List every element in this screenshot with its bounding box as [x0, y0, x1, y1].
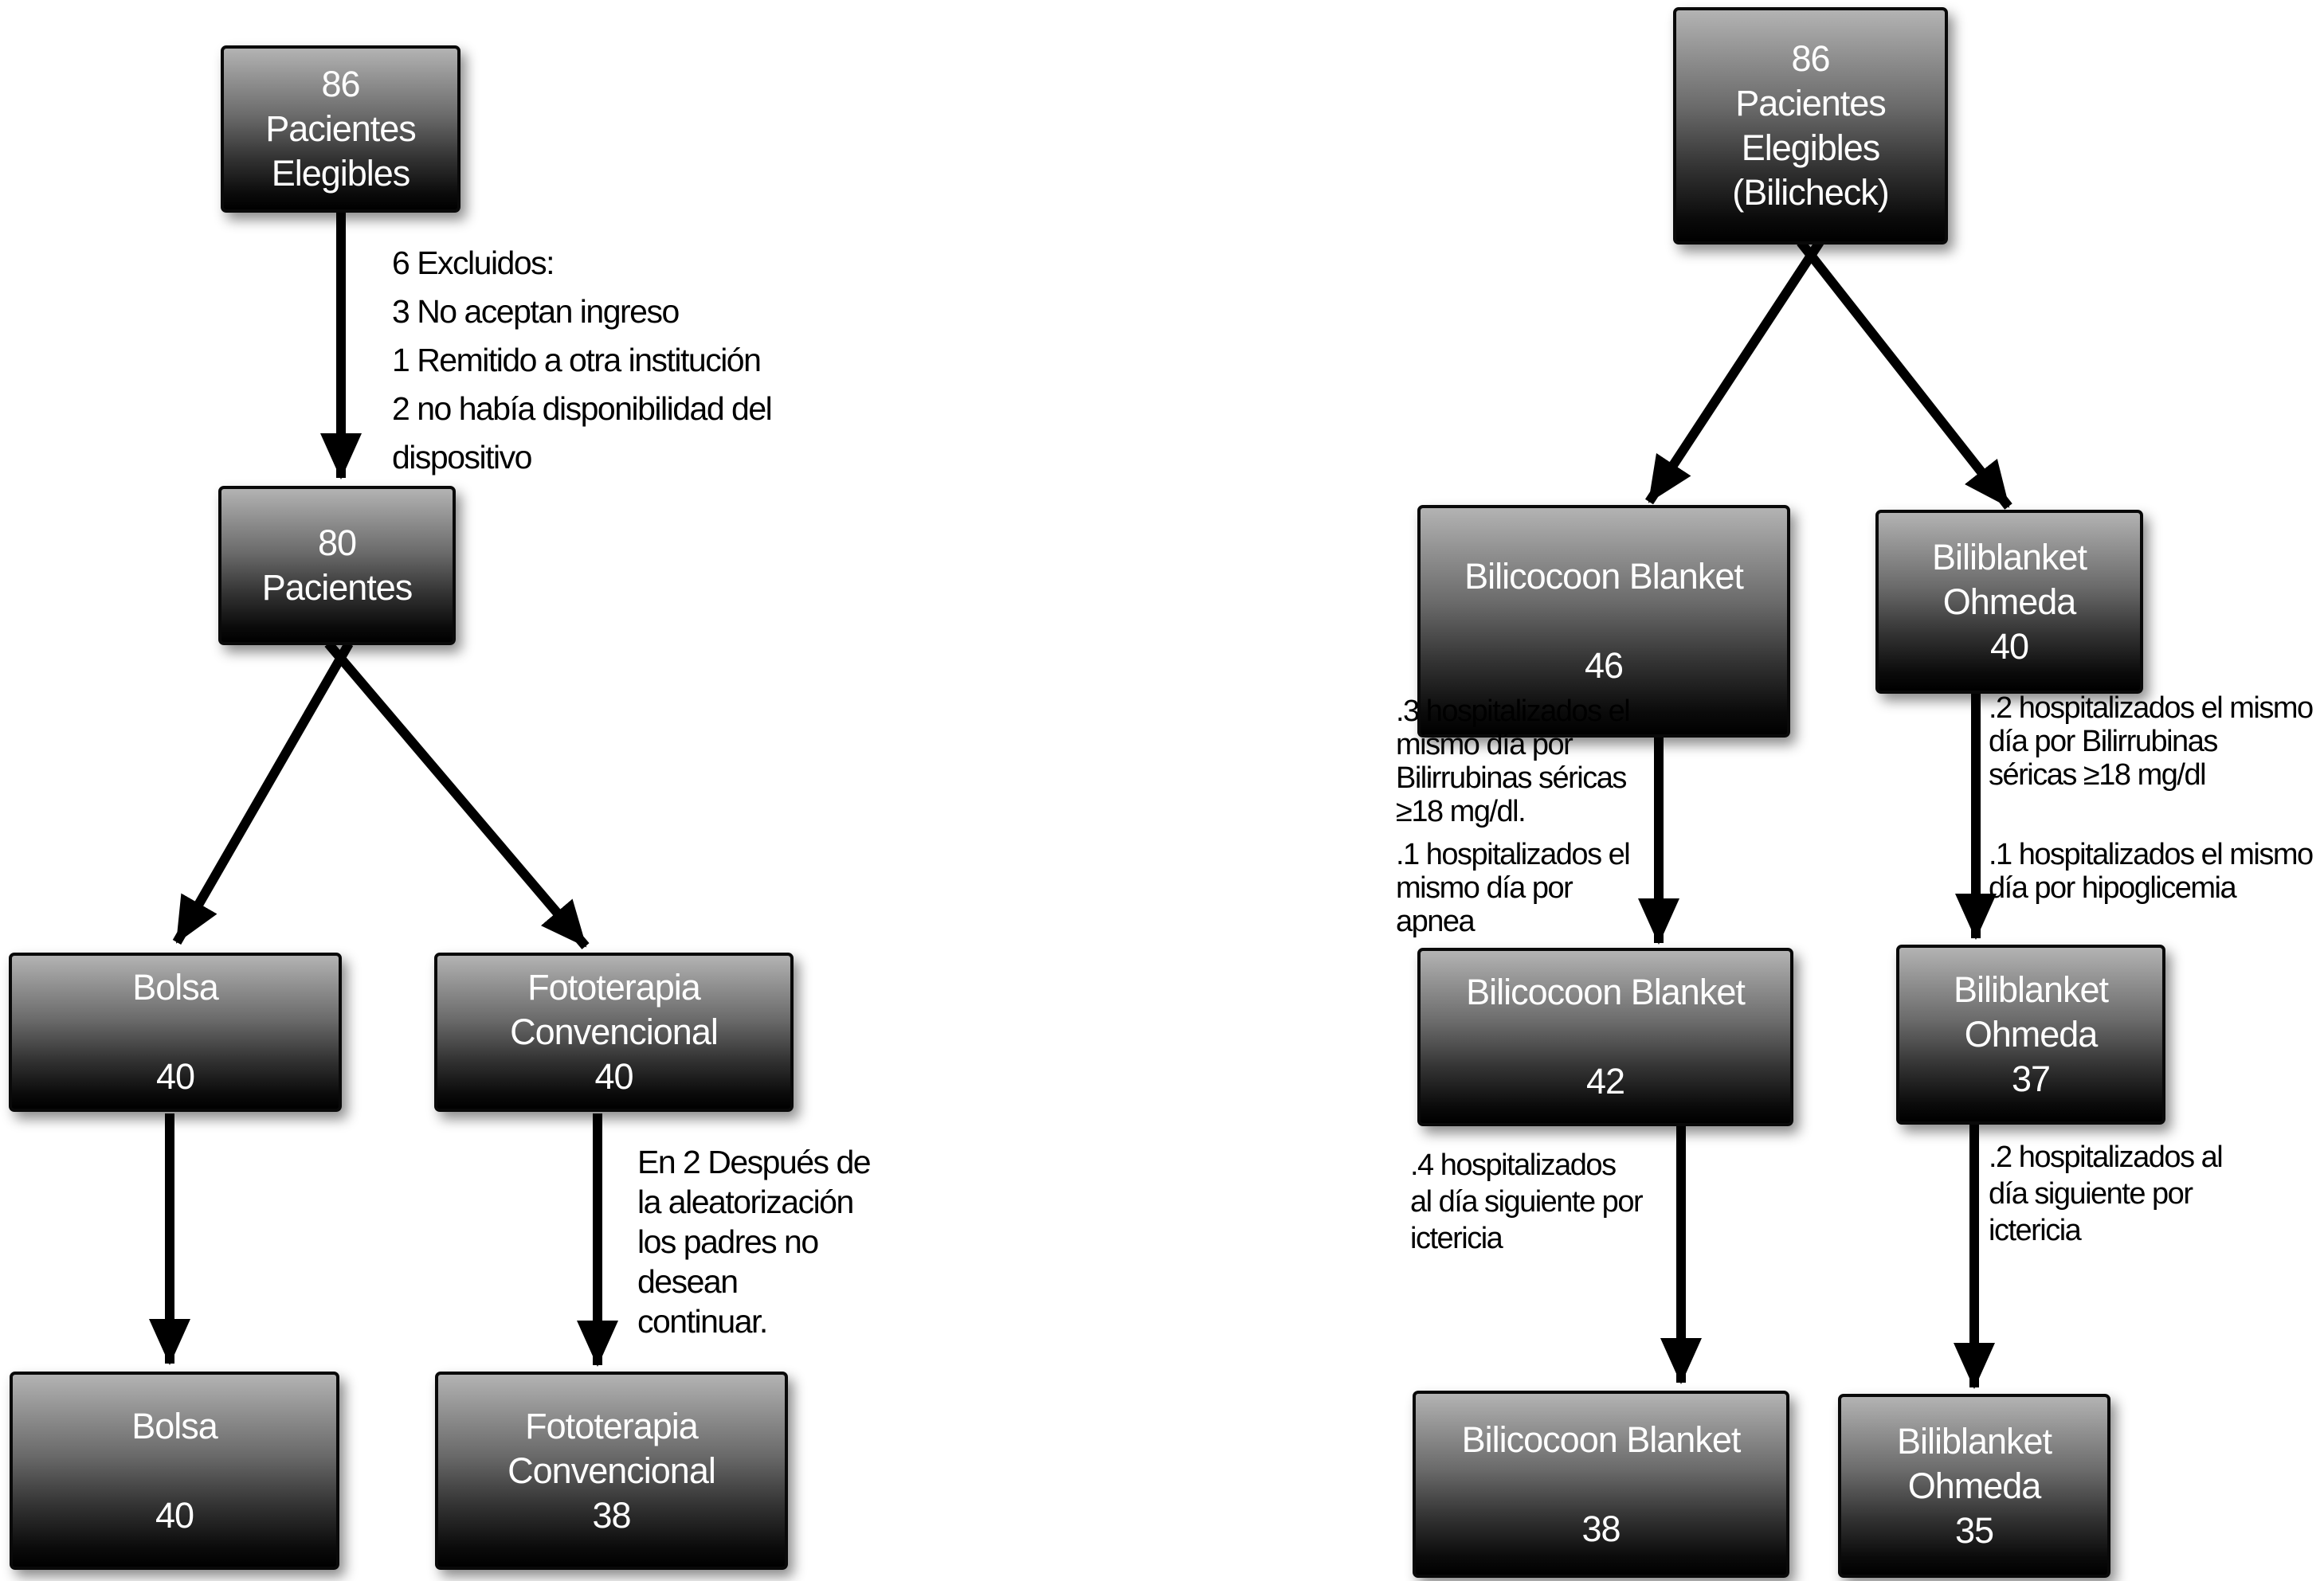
box-bolsa-final: Bolsa 40 [10, 1372, 339, 1570]
box-line: 40 [1989, 625, 2029, 667]
box-line: 40 [594, 1056, 633, 1097]
box-line: Ohmeda [1964, 1014, 2099, 1055]
box-biliblanket-mid: Biliblanket Ohmeda 37 [1896, 945, 2165, 1125]
note-line: .3 hospitalizados el [1396, 695, 1631, 728]
box-biliblanket-assigned: Biliblanket Ohmeda 40 [1875, 510, 2143, 694]
box-line: Bolsa [131, 1405, 218, 1446]
note-line: .2 hospitalizados al [1989, 1141, 2224, 1174]
note-line: 2 no había disponibilidad del [392, 390, 773, 427]
box-line: 35 [1954, 1509, 1994, 1551]
box-eligible-bilicheck: 86 Pacientes Elegibles (Bilicheck) [1673, 7, 1948, 245]
box-line: Fototerapia [525, 1405, 699, 1446]
box-line: Elegibles [1741, 127, 1881, 168]
note-line: dispositivo [392, 439, 532, 475]
box-bilicocoon-final: Bilicocoon Blanket 38 [1413, 1391, 1789, 1578]
box-line: Fototerapia [527, 967, 701, 1008]
arrow-randomized-to-bolsa [172, 641, 354, 945]
note-line: desean [637, 1263, 739, 1300]
box-line: Ohmeda [1942, 581, 2077, 622]
box-line: (Bilicheck) [1732, 172, 1890, 213]
box-line: Convencional [508, 1450, 716, 1491]
note-line: al día siguiente por [1410, 1185, 1644, 1219]
box-fototerapia-final: Fototerapia Convencional 38 [435, 1372, 788, 1570]
box-eligible-left: 86 Pacientes Elegibles [221, 45, 460, 213]
note-line: mismo día por [1396, 728, 1574, 761]
box-line: Biliblanket [1953, 969, 2109, 1010]
box-line: 37 [2011, 1059, 2051, 1099]
note-line: día por Bilirrubinas [1989, 725, 2218, 758]
note-line: .2 hospitalizados el mismo [1989, 691, 2314, 725]
note-line: día siguiente por [1989, 1177, 2193, 1211]
box-line: 46 [1584, 645, 1624, 686]
note-withdrawal: En 2 Después de la aleatorización los pa… [637, 1142, 872, 1341]
box-bilicocoon-mid: Bilicocoon Blanket 42 [1417, 948, 1793, 1126]
box-line: 40 [155, 1494, 194, 1536]
note-line: .4 hospitalizados [1410, 1149, 1617, 1182]
note-line: apnea [1396, 905, 1476, 938]
note-bilicocoon-same-day: .3 hospitalizados el mismo día por Bilir… [1396, 695, 1631, 938]
note-line: .1 hospitalizados el [1396, 838, 1631, 871]
note-line: ictericia [1410, 1222, 1503, 1255]
box-line: Bilicocoon Blanket [1464, 556, 1744, 597]
note-bilicocoon-next-day: .4 hospitalizados al día siguiente por i… [1410, 1147, 1644, 1257]
note-line: 6 Excluidos: [392, 245, 555, 281]
box-line: Pacientes [1735, 83, 1887, 123]
note-biliblanket-next-day: .2 hospitalizados al día siguiente por i… [1989, 1139, 2224, 1249]
arrow-bilicheck-to-bilicocoon [1644, 239, 1824, 505]
note-line: séricas ≥18 mg/dl [1989, 758, 2207, 792]
box-line: 40 [155, 1056, 195, 1097]
box-line: Pacientes [265, 108, 417, 149]
note-line: continuar. [637, 1303, 768, 1340]
note-line: 1 Remitido a otra institución [392, 342, 762, 378]
box-line: Bilicocoon Blanket [1466, 972, 1746, 1012]
note-line: día por hipoglicemia [1989, 871, 2237, 905]
note-line: ≥18 mg/dl. [1396, 795, 1526, 828]
box-line: Biliblanket [1896, 1420, 2052, 1462]
note-line: .1 hospitalizados el mismo [1989, 838, 2314, 871]
box-line: 42 [1585, 1061, 1625, 1102]
note-line: 3 No aceptan ingreso [392, 293, 680, 330]
note-line: ictericia [1989, 1214, 2082, 1247]
box-bilicocoon-assigned: Bilicocoon Blanket 46 [1417, 505, 1790, 738]
note-biliblanket-same-day: .2 hospitalizados el mismo día por Bilir… [1989, 691, 2314, 905]
box-line: Bolsa [132, 967, 219, 1008]
box-line: 38 [1581, 1508, 1621, 1549]
box-line: 86 [321, 64, 360, 104]
box-line: Bilicocoon Blanket [1461, 1419, 1742, 1460]
box-line: Ohmeda [1907, 1465, 2042, 1506]
box-line: 86 [1791, 38, 1830, 79]
box-bolsa-assigned: Bolsa 40 [9, 953, 342, 1112]
box-randomized: 80 Pacientes [218, 486, 456, 645]
box-biliblanket-final: Biliblanket Ohmeda 35 [1838, 1394, 2110, 1578]
note-line: los padres no [637, 1223, 819, 1260]
arrow-randomized-to-fototerapia [324, 640, 590, 949]
box-line: Elegibles [271, 153, 411, 194]
box-fototerapia-assigned: Fototerapia Convencional 40 [434, 953, 794, 1112]
box-line: 38 [592, 1494, 631, 1536]
arrow-bilicheck-to-biliblanket [1797, 239, 2012, 510]
note-line: mismo día por [1396, 871, 1574, 905]
box-line: Convencional [510, 1012, 719, 1052]
note-line: la aleatorización [637, 1184, 854, 1220]
note-line: Bilirrubinas séricas [1396, 761, 1627, 795]
note-excluded: 6 Excluidos: 3 No aceptan ingreso 1 Remi… [392, 239, 773, 482]
box-line: Pacientes [261, 567, 413, 608]
box-line: 80 [317, 522, 357, 563]
box-line: Biliblanket [1931, 536, 2087, 577]
note-line: En 2 Después de [637, 1144, 872, 1180]
